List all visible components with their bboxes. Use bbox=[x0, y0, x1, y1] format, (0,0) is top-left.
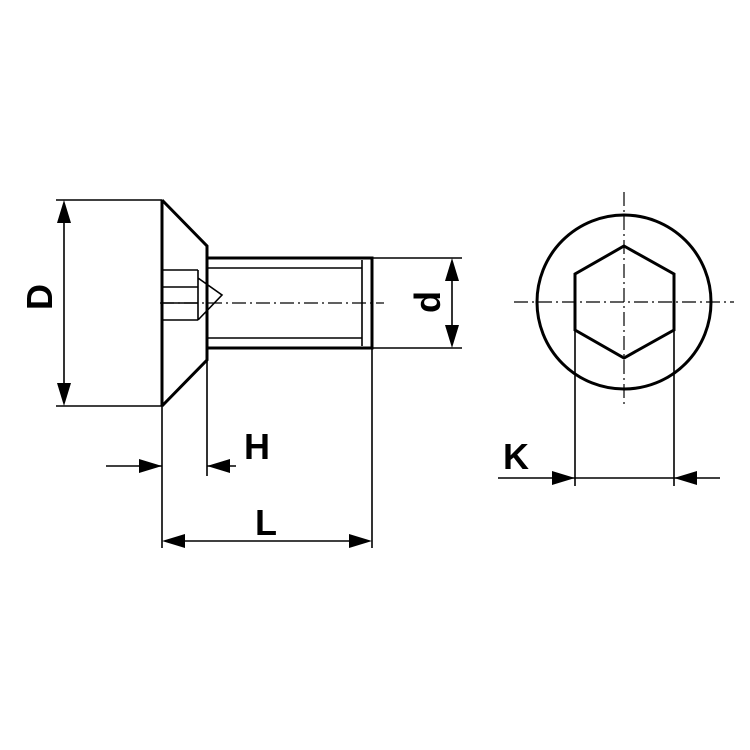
end-view bbox=[514, 192, 734, 408]
dimension-d: d bbox=[372, 257, 462, 349]
arrow-head bbox=[57, 200, 71, 223]
arrow-head bbox=[445, 258, 459, 281]
dimension-L: L bbox=[162, 348, 373, 548]
label-D: D bbox=[19, 284, 60, 310]
label-H: H bbox=[244, 426, 270, 467]
arrow-head bbox=[552, 471, 575, 485]
hex-socket bbox=[573, 244, 676, 360]
arrow-head bbox=[139, 459, 162, 473]
arrow-head bbox=[674, 471, 697, 485]
dimension-D: D bbox=[19, 199, 162, 407]
arrow-head bbox=[162, 534, 185, 548]
dimension-H: H bbox=[106, 360, 270, 548]
label-K: K bbox=[503, 436, 529, 477]
dimension-K: K bbox=[498, 330, 720, 486]
arrow-head bbox=[57, 383, 71, 406]
arrow-head bbox=[445, 325, 459, 348]
arrow-head bbox=[207, 459, 230, 473]
side-view bbox=[160, 198, 384, 408]
arrow-head bbox=[349, 534, 372, 548]
label-L: L bbox=[255, 502, 277, 543]
label-d: d bbox=[407, 291, 448, 313]
